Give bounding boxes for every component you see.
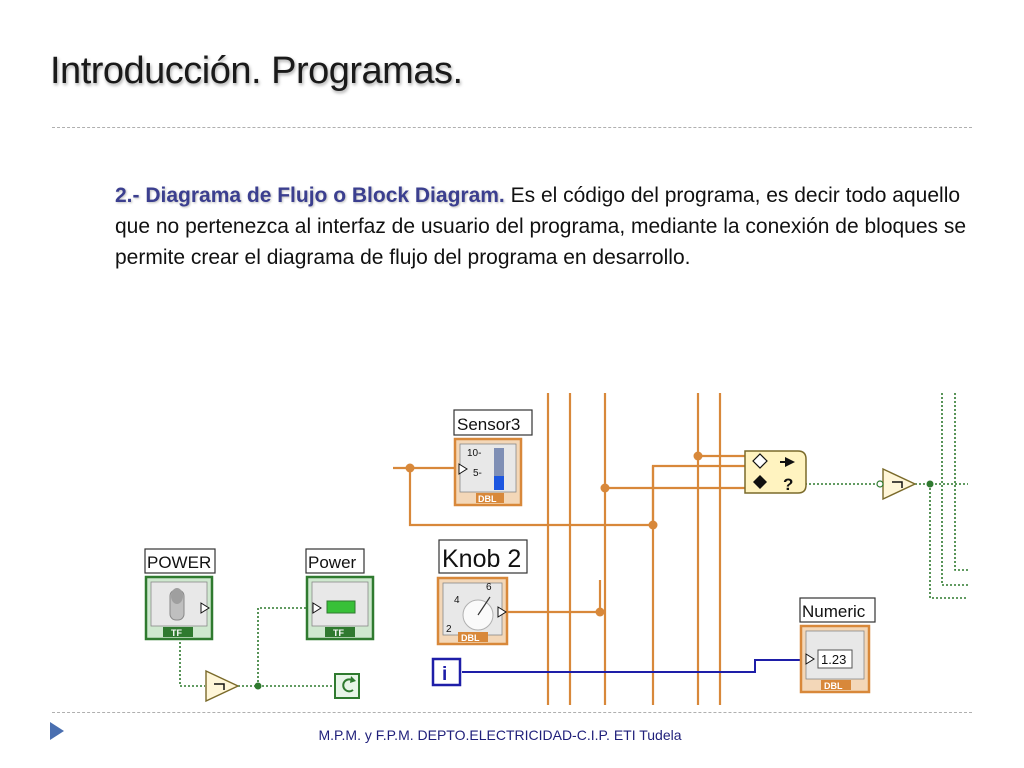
block-diagram: Sensor3 10- 5- DBL Knob 2 4 6 2 DBL ? — [144, 393, 968, 705]
slide-body: 2.- Diagrama de Flujo o Block Diagram. E… — [115, 180, 995, 273]
power-switch-tf: TF — [171, 628, 182, 638]
power-switch-label: POWER — [147, 553, 211, 572]
knob2-dbl: DBL — [461, 633, 480, 643]
select-question: ? — [783, 475, 793, 494]
numeric-label: Numeric — [802, 602, 866, 621]
body-lead: 2.- Diagrama de Flujo o Block Diagram. — [115, 184, 505, 207]
power-led-indicator[interactable]: Power TF — [305, 548, 375, 641]
numeric-value: 1.23 — [821, 652, 846, 667]
loop-index-terminal[interactable]: i — [431, 657, 462, 687]
sensor3-input-terminal — [458, 463, 468, 475]
knob2-scale-4: 4 — [454, 595, 460, 606]
sensor3-scale-10: 10- — [467, 448, 481, 459]
slide-footer: M.P.M. y F.P.M. DEPTO.ELECTRICIDAD-C.I.P… — [0, 727, 1000, 743]
loop-index-label: i — [442, 664, 447, 685]
knob2-scale-6: 6 — [486, 582, 492, 593]
power-led-input-terminal — [312, 602, 322, 614]
knob2-scale-2: 2 — [446, 624, 452, 635]
knob2-label: Knob 2 — [442, 545, 521, 573]
not-gate-right[interactable] — [876, 467, 917, 501]
power-led-tf: TF — [333, 628, 344, 638]
numeric-dbl: DBL — [824, 681, 843, 691]
green-wires — [179, 393, 968, 687]
knob2-control[interactable]: Knob 2 4 6 2 DBL — [436, 539, 528, 646]
power-switch-control[interactable]: POWER TF — [144, 548, 216, 641]
numeric-indicator[interactable]: Numeric 1.23 DBL — [799, 597, 876, 694]
body-text: Es el código del programa, es decir todo… — [115, 184, 967, 269]
sensor3-control[interactable]: Sensor3 10- 5- DBL — [453, 409, 533, 507]
sensor3-label: Sensor3 — [457, 415, 520, 434]
orange-wires — [393, 393, 745, 705]
triangle-bullet-icon — [50, 722, 64, 740]
orange-junctions — [405, 451, 703, 617]
sensor3-dbl: DBL — [478, 494, 497, 504]
numeric-input-terminal — [805, 653, 815, 665]
loop-stop-terminal[interactable] — [334, 673, 360, 699]
blue-wire — [462, 659, 805, 673]
title-divider — [52, 127, 972, 128]
slide-title: Introducción. Programas. — [50, 50, 463, 92]
power-switch-output-terminal — [200, 602, 210, 614]
power-led-label: Power — [308, 553, 357, 572]
not-gate-left[interactable] — [205, 669, 240, 703]
footer-text: M.P.M. y F.P.M. DEPTO.ELECTRICIDAD-C.I.P… — [318, 727, 682, 743]
footer-divider — [52, 712, 972, 713]
select-node[interactable]: ? — [744, 450, 807, 494]
knob2-output-terminal — [497, 606, 507, 618]
green-junctions — [254, 480, 934, 690]
sensor3-scale-5: 5- — [473, 468, 482, 479]
